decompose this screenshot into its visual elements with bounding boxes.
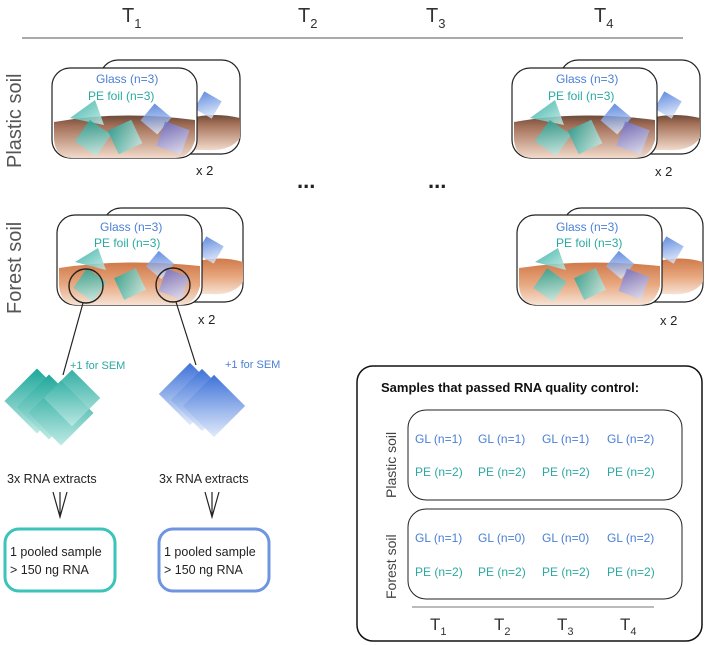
qc-plastic-gl-t4: GL (n=2) — [607, 432, 654, 446]
zoom-line-glass — [175, 301, 197, 366]
soil-layer-back — [190, 115, 240, 151]
processing-glass: +1 for SEM 3x RNA extracts 1 pooled samp… — [157, 359, 280, 593]
blue-square — [194, 91, 222, 119]
qc-forest-box — [407, 508, 683, 600]
pe-foil-label: PE foil (n=3) — [548, 89, 614, 103]
microcosm-plastic-t1: Glass (n=3) PE foil (n=3) x 2 — [51, 59, 241, 178]
glass-label: Glass (n=3) — [100, 220, 162, 234]
pe-foil-stack — [4, 368, 101, 446]
pooled-sample-box-pe — [3, 527, 117, 593]
processing-pe: +1 for SEM 3x RNA extracts 1 pooled samp… — [3, 360, 125, 593]
qc-row-label-plastic: Plastic soil — [383, 432, 399, 498]
teal-square — [73, 268, 107, 302]
pe-foil-label: PE foil (n=3) — [556, 236, 622, 250]
qc-timepoint-3: T3 — [557, 615, 574, 638]
soil-layer-back — [650, 115, 700, 151]
zoom-line-pe — [62, 302, 84, 376]
qc-forest-pe-t2: PE (n=2) — [478, 565, 526, 579]
qc-forest-pe-t4: PE (n=2) — [607, 565, 655, 579]
teal-square — [114, 268, 146, 300]
qc-panel: Samples that passed RNA quality control:… — [356, 365, 703, 642]
qc-title: Samples that passed RNA quality control: — [381, 380, 639, 395]
glass-label: Glass (n=3) — [556, 72, 618, 86]
row-label-plastic-soil: Plastic soil — [4, 74, 26, 168]
pooled-sample-line1-glass: 1 pooled sample — [164, 545, 256, 559]
timepoint-label-2: T2 — [298, 5, 317, 31]
arrow-icon — [204, 491, 220, 520]
replicate-label: x 2 — [196, 163, 213, 178]
pooled-sample-line2-glass: > 150 ng RNA — [164, 563, 244, 577]
qc-forest-pe-t1: PE (n=2) — [415, 565, 463, 579]
soil-layer-back — [655, 258, 703, 295]
qc-timepoint-1: T1 — [430, 615, 447, 638]
sem-label-pe: +1 for SEM — [70, 360, 125, 372]
timepoint-label-1: T1 — [122, 5, 141, 31]
zoom-circle-glass — [155, 267, 191, 303]
qc-timepoint-2: T2 — [494, 615, 511, 638]
teal-shard — [70, 100, 104, 125]
header-timepoints: T1 T2 T3 T4 — [122, 5, 613, 31]
replicate-label: x 2 — [198, 312, 215, 327]
replicate-label: x 2 — [660, 313, 677, 328]
microcosm-forest-t4: Glass (n=3) PE foil (n=3) x 2 — [516, 207, 704, 328]
glass-slide-stack — [158, 362, 246, 438]
qc-plastic-gl-t1: GL (n=1) — [415, 432, 462, 446]
zoom-circle-pe — [68, 268, 104, 304]
blue-square — [656, 236, 684, 264]
row-label-forest-soil: Forest soil — [4, 222, 26, 314]
microcosm-forest-t1: Glass (n=3) PE foil (n=3) x 2 — [56, 207, 244, 376]
teal-shard — [75, 248, 106, 270]
qc-row-label-forest: Forest soil — [383, 534, 399, 599]
qc-timepoint-4: T4 — [620, 615, 637, 638]
ellipsis-t2: ... — [297, 168, 315, 193]
qc-forest-gl-t2: GL (n=0) — [478, 531, 525, 545]
pe-foil-label: PE foil (n=3) — [88, 89, 154, 103]
pe-foil-label: PE foil (n=3) — [94, 236, 160, 250]
teal-square — [107, 119, 143, 155]
qc-plastic-pe-t2: PE (n=2) — [478, 465, 526, 479]
purple-square — [616, 121, 650, 155]
teal-shard — [535, 248, 566, 270]
teal-square — [567, 119, 603, 155]
qc-plastic-pe-t4: PE (n=2) — [607, 465, 655, 479]
pooled-sample-line1-pe: 1 pooled sample — [10, 545, 102, 559]
blue-square — [654, 91, 682, 119]
qc-plastic-gl-t3: GL (n=1) — [542, 432, 589, 446]
glass-slide — [182, 374, 246, 438]
teal-square — [534, 119, 572, 157]
purple-square — [618, 268, 650, 300]
rna-extracts-label-pe: 3x RNA extracts — [7, 472, 97, 486]
qc-panel-frame — [356, 365, 703, 642]
qc-forest-gl-t1: GL (n=1) — [415, 531, 462, 545]
teal-square — [574, 268, 606, 300]
qc-forest-pe-t3: PE (n=2) — [542, 565, 590, 579]
purple-square — [156, 121, 190, 155]
microcosm-plastic-t4: Glass (n=3) PE foil (n=3) x 2 — [511, 59, 701, 179]
ellipsis-t3: ... — [428, 168, 446, 193]
soil-layer-back — [195, 258, 243, 295]
replicate-label: x 2 — [655, 164, 672, 179]
rna-extracts-label-glass: 3x RNA extracts — [159, 472, 249, 486]
qc-plastic-box — [407, 409, 683, 501]
pooled-sample-box-glass — [157, 527, 271, 593]
timepoint-label-4: T4 — [594, 5, 613, 31]
qc-plastic-gl-t2: GL (n=1) — [478, 432, 525, 446]
timepoint-label-3: T3 — [426, 5, 445, 31]
purple-square — [158, 268, 190, 300]
blue-square — [196, 236, 224, 264]
arrow-icon — [52, 491, 68, 520]
qc-plastic-pe-t3: PE (n=2) — [542, 465, 590, 479]
qc-forest-gl-t4: GL (n=2) — [607, 531, 654, 545]
qc-plastic-pe-t1: PE (n=2) — [415, 465, 463, 479]
teal-shard — [530, 100, 564, 125]
glass-label: Glass (n=3) — [556, 220, 618, 234]
pooled-sample-line2-pe: > 150 ng RNA — [10, 563, 90, 577]
teal-square — [74, 119, 112, 157]
sem-label-glass: +1 for SEM — [225, 359, 280, 371]
qc-forest-gl-t3: GL (n=0) — [542, 531, 589, 545]
teal-square — [533, 268, 567, 302]
glass-label: Glass (n=3) — [96, 72, 158, 86]
